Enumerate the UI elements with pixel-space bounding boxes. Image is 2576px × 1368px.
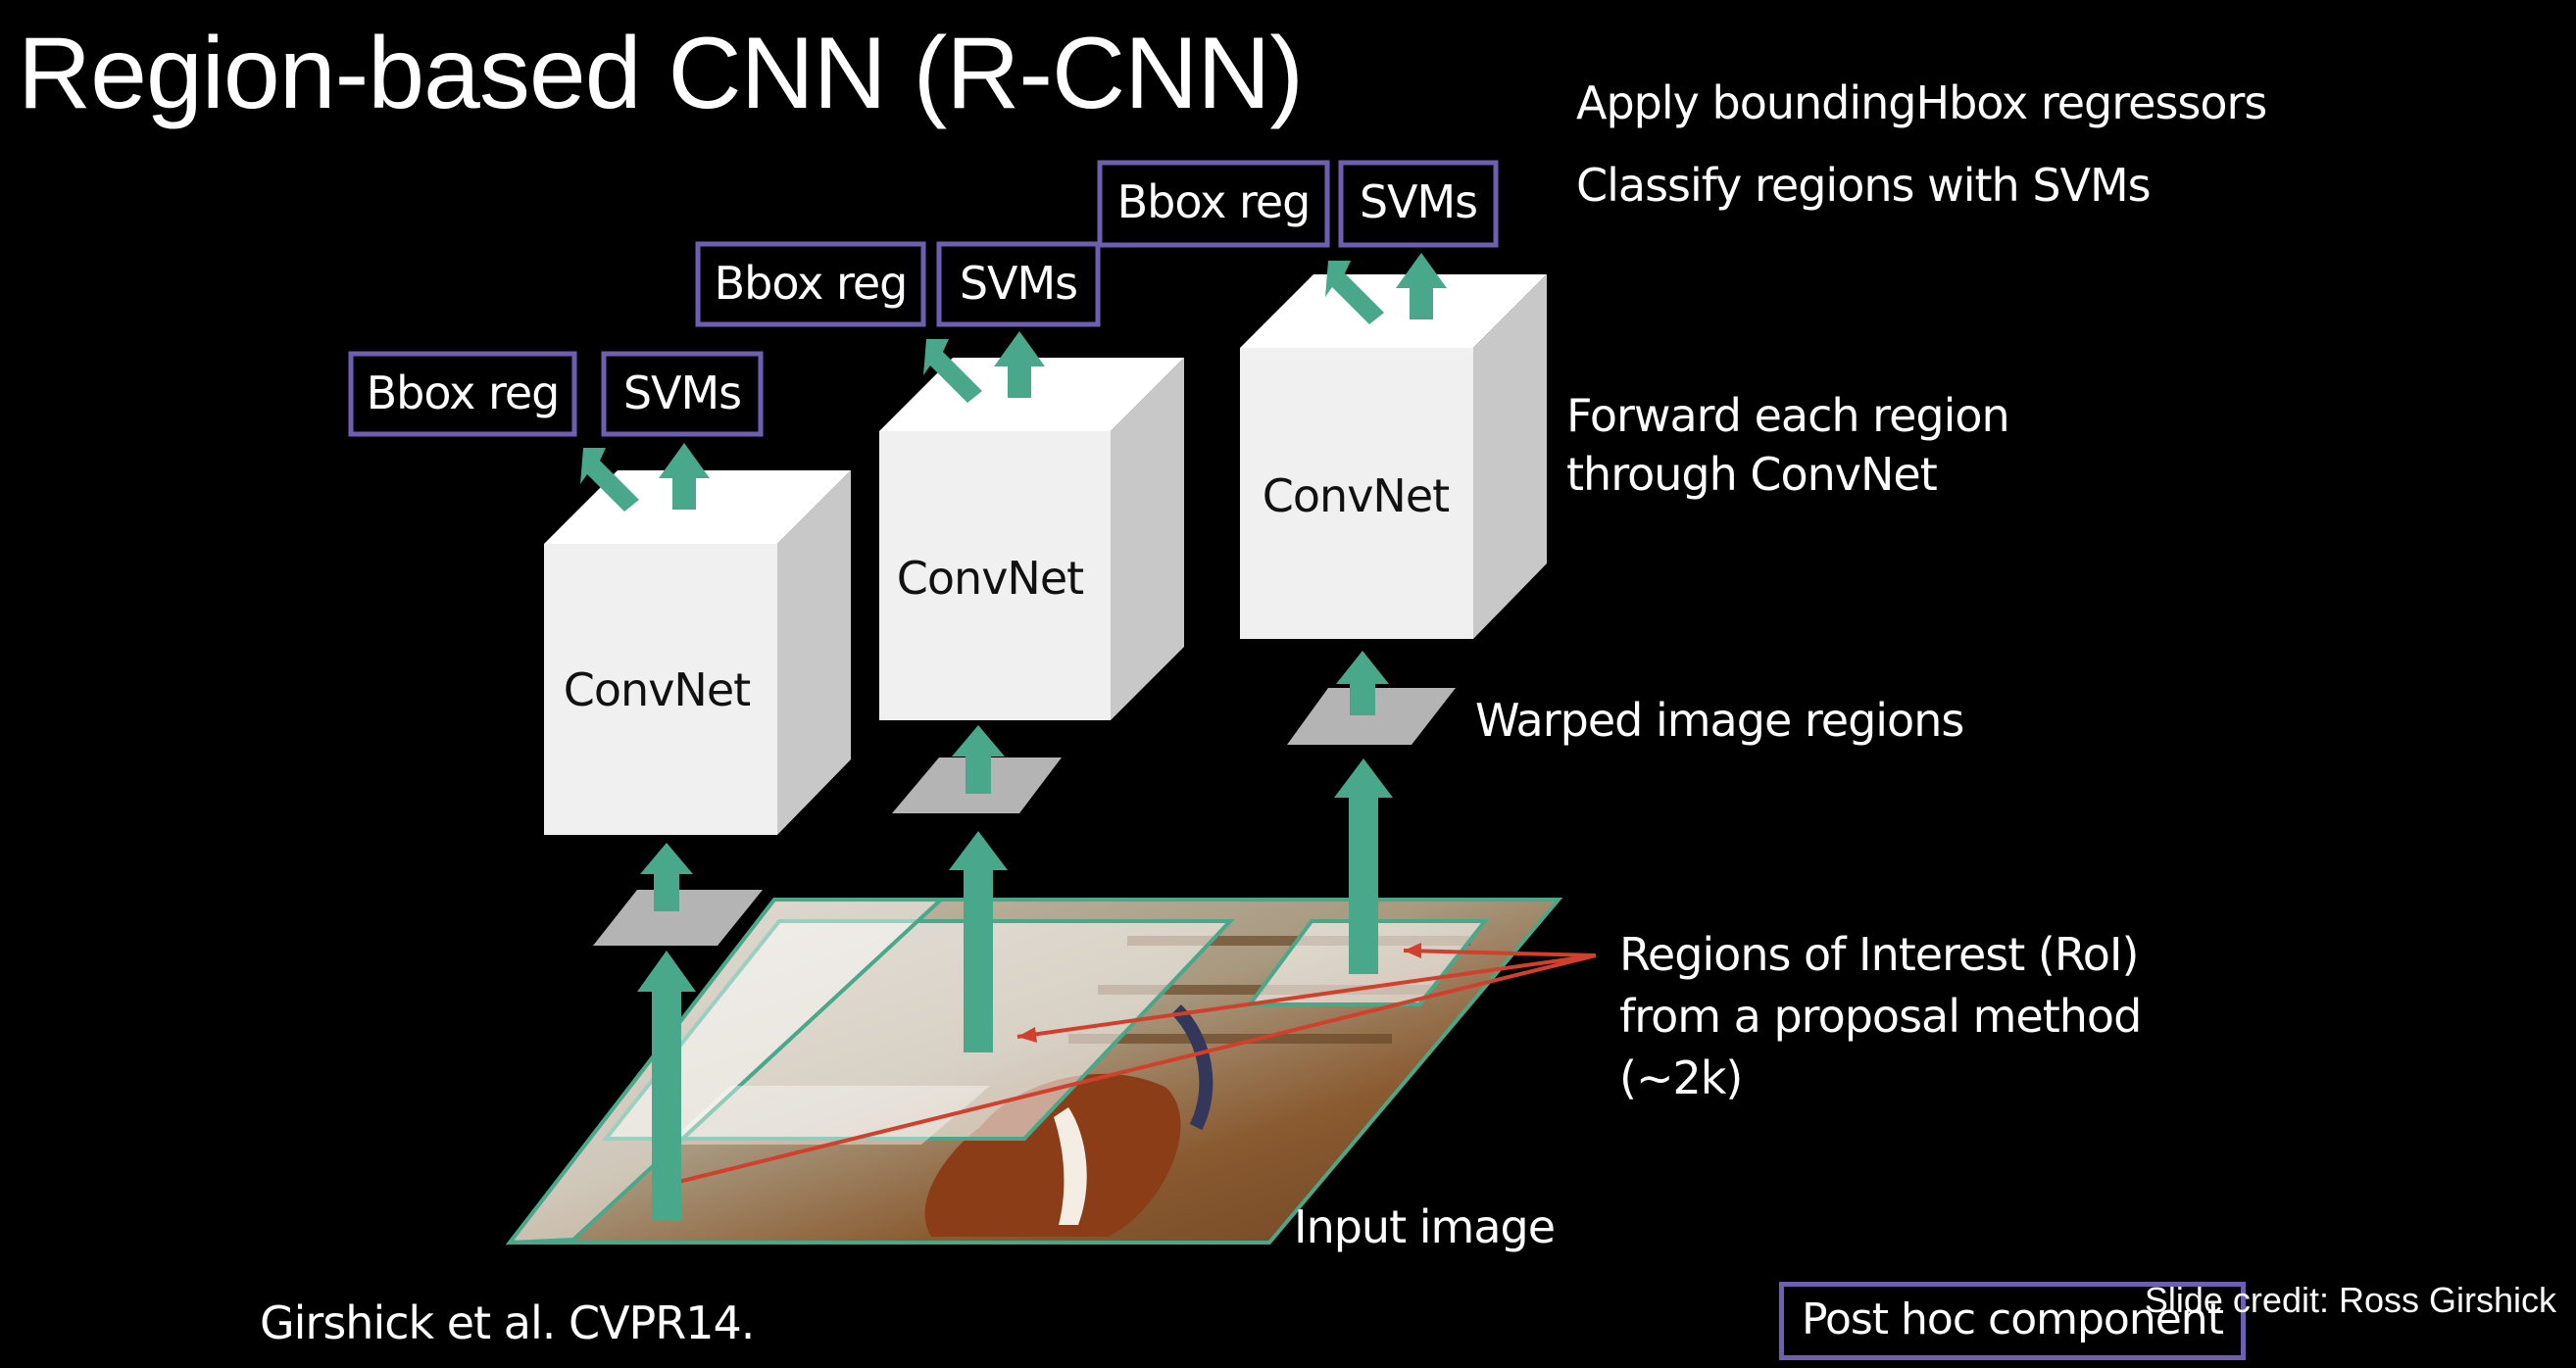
warped-region-1 bbox=[593, 890, 763, 946]
convnet-cube-2 bbox=[879, 358, 1184, 720]
up-arrow-icon bbox=[1334, 758, 1393, 974]
convnet-label-3: ConvNet bbox=[1263, 469, 1449, 522]
step-apply-bbox: Apply boundingHbox regressors bbox=[1576, 76, 2267, 129]
diagonal-arrow-icon bbox=[923, 339, 982, 403]
convnet-label-2: ConvNet bbox=[897, 552, 1083, 605]
bbox-svm-group-3: Bbox reg SVMs bbox=[1097, 160, 1499, 248]
horse-icon bbox=[924, 1004, 1214, 1237]
slide-credit: Slide credit: Ross Girshick bbox=[2144, 1280, 2556, 1320]
output-arrows bbox=[580, 253, 1447, 512]
roi-region-2 bbox=[505, 898, 947, 1246]
step-input-image: Input image bbox=[1294, 1200, 1556, 1253]
step-roi-line3: (~2k) bbox=[1619, 1051, 1743, 1104]
bbox-reg-label: Bbox reg bbox=[367, 366, 560, 419]
convnet-label-1: ConvNet bbox=[564, 663, 750, 716]
up-arrow-icon bbox=[949, 831, 1008, 1052]
bbox-reg-label: Bbox reg bbox=[715, 257, 908, 310]
roi-region-4 bbox=[667, 1086, 990, 1145]
slide-title: Region-based CNN (R-CNN) bbox=[18, 17, 1304, 130]
up-arrow-icon bbox=[640, 843, 693, 911]
warped-region-3 bbox=[1287, 688, 1456, 745]
citation: Girshick et al. CVPR14. bbox=[260, 1296, 755, 1349]
diagonal-arrow-icon bbox=[580, 448, 639, 512]
bbox-svm-group-2: Bbox reg SVMs bbox=[695, 241, 1101, 327]
up-arrow-icon bbox=[1336, 651, 1389, 715]
step-roi-line2: from a proposal method bbox=[1619, 990, 2142, 1043]
up-arrow-icon bbox=[659, 443, 710, 510]
up-arrow-icon bbox=[1396, 253, 1447, 319]
up-arrow-icon bbox=[637, 951, 696, 1220]
svms-label: SVMs bbox=[1360, 175, 1477, 228]
bbox-svm-group-1: Bbox reg SVMs bbox=[348, 351, 764, 437]
up-arrow-icon bbox=[994, 331, 1045, 398]
step-forward-line2: through ConvNet bbox=[1566, 448, 1938, 501]
legend-post-hoc: Post hoc component bbox=[1779, 1282, 2246, 1360]
step-roi-line1: Regions of Interest (RoI) bbox=[1619, 928, 2139, 981]
bbox-reg-label: Bbox reg bbox=[1117, 175, 1311, 228]
svms-label: SVMs bbox=[960, 257, 1077, 310]
step-classify: Classify regions with SVMs bbox=[1576, 159, 2152, 212]
diagonal-arrow-icon bbox=[1325, 261, 1384, 324]
svms-label: SVMs bbox=[623, 366, 741, 419]
up-arrow-icon bbox=[952, 725, 1005, 794]
convnet-cube-3 bbox=[1240, 274, 1547, 639]
step-warped: Warped image regions bbox=[1475, 694, 1964, 747]
step-forward-line1: Forward each region bbox=[1566, 389, 2010, 442]
region-arrows bbox=[637, 651, 1393, 1220]
roi-pointer-lines bbox=[654, 943, 1597, 1192]
convnet-cube-1 bbox=[544, 470, 851, 835]
